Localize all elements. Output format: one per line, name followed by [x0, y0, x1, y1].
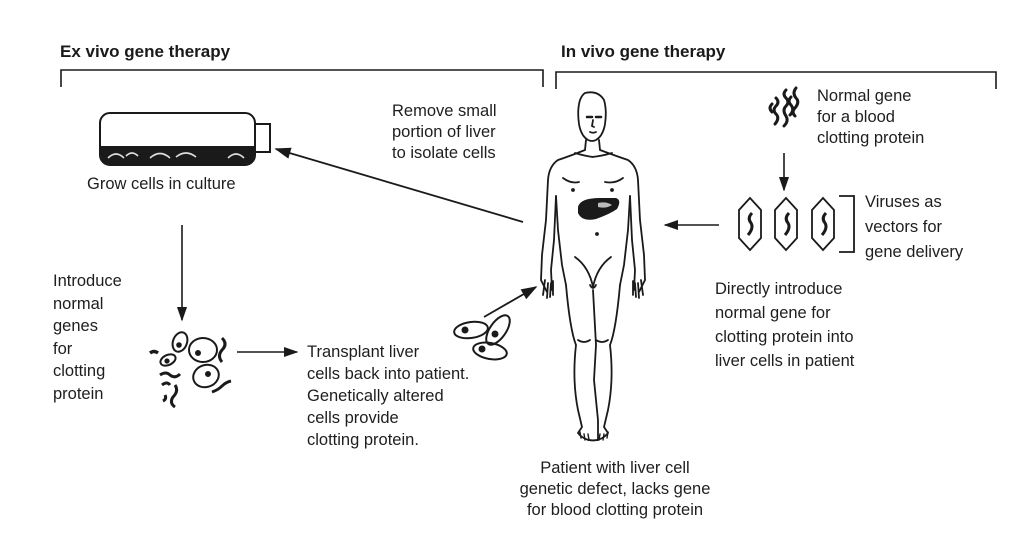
directly-introduce-line: liver cells in patient [715, 352, 855, 370]
remove-liver-line: Remove small [392, 102, 497, 120]
transplant-line: cells back into patient. [307, 365, 470, 383]
in-vivo-bracket [555, 71, 997, 89]
viruses-line: vectors for [865, 218, 943, 236]
normal-gene-label: Normal gene for a blood clotting protein [817, 86, 924, 149]
introduce-genes-line: protein [53, 384, 104, 403]
liver-icon [578, 198, 620, 220]
directly-introduce-line: clotting protein into [715, 328, 854, 346]
transplant-line: cells provide [307, 409, 399, 427]
transplant-line: Genetically altered [307, 387, 444, 405]
cells-with-genes-icon [148, 331, 232, 409]
ex-vivo-header: Ex vivo gene therapy [60, 42, 231, 61]
viruses-line: gene delivery [865, 243, 964, 261]
directly-introduce-label: Directly introduce normal gene for clott… [715, 277, 854, 373]
human-figure-icon [540, 91, 646, 442]
transplant-line: clotting protein. [307, 431, 419, 449]
patient-line: genetic defect, lacks gene [519, 480, 711, 498]
in-vivo-header: In vivo gene therapy [561, 42, 726, 61]
culture-flask-icon [99, 112, 271, 166]
remove-liver-line: portion of liver [392, 123, 496, 141]
virus-vector-icon [738, 195, 855, 253]
remove-liver-line: to isolate cells [392, 144, 496, 162]
transplant-line: Transplant liver [307, 343, 420, 361]
directly-introduce-line: normal gene for [715, 304, 831, 322]
transplant-label: Transplant liver cells back into patient… [307, 341, 469, 451]
patient-line: Patient with liver cell [540, 459, 690, 477]
viruses-line: Viruses as [865, 193, 942, 211]
arrow-remove-cells [274, 147, 524, 223]
introduce-genes-line: Introduce [53, 272, 122, 290]
introduce-genes-line: for [53, 339, 73, 358]
introduce-genes-line: normal [53, 294, 104, 313]
gene-strands-icon [768, 86, 800, 128]
introduce-genes-label: Introduce normal genes for clotting prot… [53, 270, 122, 405]
patient-label: Patient with liver cell genetic defect, … [490, 458, 740, 521]
remove-liver-label: Remove small portion of liver to isolate… [392, 101, 497, 164]
directly-introduce-line: Directly introduce [715, 280, 843, 298]
transplanted-cells-icon [453, 314, 511, 361]
arrow-to-patient [483, 286, 538, 318]
patient-line: for blood clotting protein [526, 501, 704, 519]
normal-gene-line: clotting protein [817, 129, 925, 147]
introduce-genes-line: genes [53, 317, 98, 335]
viruses-label: Viruses as vectors for gene delivery [865, 190, 963, 265]
ex-vivo-bracket [60, 69, 544, 87]
normal-gene-line: Normal gene [817, 87, 912, 105]
grow-cells-label: Grow cells in culture [87, 175, 236, 193]
introduce-genes-line: clotting [53, 362, 106, 380]
normal-gene-line: for a blood [817, 108, 895, 126]
